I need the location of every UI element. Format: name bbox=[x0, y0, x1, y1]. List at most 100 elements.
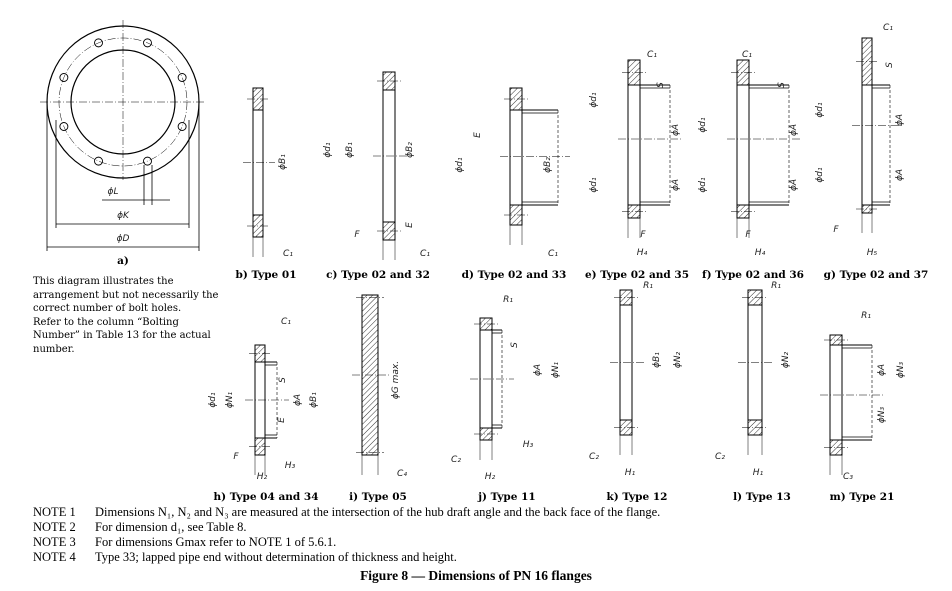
dimension-label: H₁ bbox=[625, 468, 636, 478]
dimension-label: ϕd₁ bbox=[589, 92, 599, 108]
dimension-label: H₅ bbox=[867, 248, 878, 258]
dimension-label: F bbox=[640, 230, 646, 240]
caption-g: g) Type 02 and 37 bbox=[824, 269, 929, 281]
dimension-label: ϕA bbox=[671, 124, 681, 136]
caption-e: e) Type 02 and 35 bbox=[585, 269, 689, 281]
note-text: For dimensions Gmax refer to NOTE 1 of 5… bbox=[95, 535, 337, 549]
dimension-label: ϕB₁ bbox=[345, 142, 355, 158]
dimension-label: ϕN₃ bbox=[877, 406, 887, 423]
dimension-label: ϕd₁ bbox=[815, 102, 825, 118]
bolt-hole bbox=[59, 73, 69, 82]
note-label: NOTE 3 bbox=[33, 535, 76, 549]
dimension-label: ϕA bbox=[789, 124, 799, 136]
note-text: Dimensions N₁, N₂ and N₃ are measured at… bbox=[95, 505, 661, 519]
dimension-label: ϕA bbox=[533, 364, 543, 376]
dimension-label: ϕK bbox=[117, 211, 130, 221]
dimension-label: C₁ bbox=[283, 249, 293, 259]
dimension-label: H₁ bbox=[753, 468, 764, 478]
dimension-label: ϕA bbox=[671, 179, 681, 191]
dimension-label: ϕd₁ bbox=[208, 392, 218, 408]
dimension-label: H₃ bbox=[523, 440, 534, 450]
note-text: Type 33; lapped pipe end without determi… bbox=[95, 550, 457, 564]
caption-m: m) Type 21 bbox=[830, 491, 895, 503]
dimension-label: R₁ bbox=[771, 281, 781, 291]
dimension-label: F bbox=[745, 230, 751, 240]
caption-i: i) Type 05 bbox=[349, 491, 407, 503]
caption-d: d) Type 02 and 33 bbox=[462, 269, 567, 281]
bolt-hole bbox=[143, 38, 152, 48]
drawing-i-section: ϕG max.C₄i) Type 05 bbox=[349, 294, 407, 503]
caption-k: k) Type 12 bbox=[607, 491, 668, 503]
dimension-label: S bbox=[777, 82, 787, 88]
note-3: NOTE 3 For dimensions Gmax refer to NOTE … bbox=[33, 535, 660, 550]
dimension-label: R₁ bbox=[643, 281, 653, 291]
bolt-hole bbox=[143, 156, 152, 166]
bolt-hole bbox=[94, 156, 103, 166]
dimension-label: ϕd₁ bbox=[698, 117, 708, 133]
caption-j: j) Type 11 bbox=[477, 491, 535, 503]
dimension-label: H₃ bbox=[285, 461, 296, 471]
dimension-label: H₂ bbox=[257, 472, 268, 482]
dimension-label: ϕd₁ bbox=[698, 177, 708, 193]
dimension-label: F bbox=[233, 452, 239, 462]
dimension-label: C₄ bbox=[397, 469, 407, 479]
dimension-label: ϕB₂ bbox=[543, 157, 553, 173]
dimension-label: ϕB₁ bbox=[309, 392, 319, 408]
dimension-label: ϕd₁ bbox=[589, 177, 599, 193]
caption-b: b) Type 01 bbox=[235, 269, 296, 281]
dimension-label: C₂ bbox=[451, 455, 461, 465]
dimension-label: S bbox=[656, 82, 666, 88]
figure-caption: Figure 8 — Dimensions of PN 16 flanges bbox=[360, 568, 592, 583]
dimension-label: C₁ bbox=[420, 249, 430, 259]
note-text: For dimension d₁, see Table 8. bbox=[95, 520, 247, 534]
caption-l: l) Type 13 bbox=[733, 491, 791, 503]
dimension-label: R₁ bbox=[503, 295, 513, 305]
note-label: NOTE 2 bbox=[33, 520, 76, 534]
dimension-label: F bbox=[354, 230, 360, 240]
dimension-label: E bbox=[405, 222, 415, 228]
dimension-label: H₄ bbox=[755, 248, 766, 258]
dimension-label: C₁ bbox=[647, 50, 657, 60]
dimension-label: C₁ bbox=[548, 249, 558, 259]
dimension-label: ϕD bbox=[117, 234, 130, 244]
description-line: This diagram illustrates the bbox=[33, 276, 174, 287]
dimension-label: ϕB₁ bbox=[278, 154, 288, 170]
dimension-label: F bbox=[833, 225, 839, 235]
drawing-b-section: ϕB₁ C₁ b) Type 01 bbox=[235, 87, 297, 281]
description-line: Refer to the column “Bolting bbox=[33, 316, 179, 328]
note-label: NOTE 4 bbox=[33, 550, 76, 564]
dimension-label: ϕN₂ bbox=[673, 351, 683, 368]
dimension-label: ϕd₁ bbox=[455, 157, 465, 173]
dimension-label: ϕA bbox=[293, 394, 303, 406]
caption-a: a) bbox=[117, 255, 129, 267]
bolt-hole bbox=[59, 122, 69, 131]
dimension-label: ϕA bbox=[895, 114, 905, 126]
dimension-label: S bbox=[278, 377, 288, 383]
caption-c: c) Type 02 and 32 bbox=[326, 269, 430, 281]
description-line: number. bbox=[33, 343, 75, 355]
dimension-label: E bbox=[277, 417, 287, 423]
dimension-label: C₁ bbox=[742, 50, 752, 60]
dimension-label: ϕA bbox=[789, 179, 799, 191]
dimension-label: ϕd₁ bbox=[323, 142, 333, 158]
bolt-hole bbox=[177, 122, 187, 131]
dimension-label: C₁ bbox=[281, 317, 291, 327]
description-line: correct number of bolt holes. bbox=[33, 303, 182, 314]
caption-h: h) Type 04 and 34 bbox=[213, 491, 318, 503]
dimension-label: C₂ bbox=[589, 452, 599, 462]
dimension-label: ϕN₂ bbox=[781, 351, 791, 368]
dimension-label: E bbox=[473, 132, 483, 138]
